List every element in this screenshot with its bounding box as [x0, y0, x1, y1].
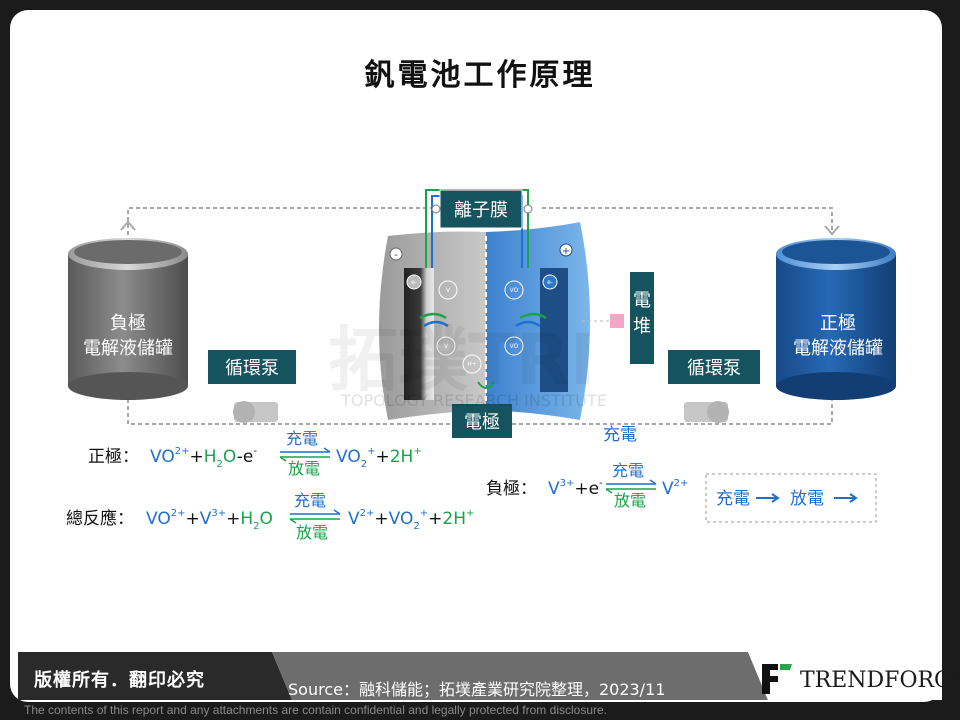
pump-right-box [668, 350, 760, 384]
membrane-connector-right-icon [523, 204, 533, 214]
ion-label-2: V [444, 343, 449, 350]
minus-sign: - [394, 250, 398, 261]
positive-discharge: 放電 [288, 459, 320, 478]
negative-label: 負極： [486, 479, 537, 499]
footer-middle-bar [272, 652, 768, 700]
charge-arrow-right-icon [515, 320, 541, 328]
positive-charge: 充電 [286, 429, 318, 448]
watermark: 拓璞TRI [328, 319, 596, 401]
ion-icons: e- V V H+ VO VO e- [406, 274, 558, 374]
trendforce-logo-icon [762, 664, 778, 694]
pump-right-label: 循環泵 [687, 358, 741, 379]
negative-tank [68, 238, 188, 400]
total-discharge: 放電 [296, 523, 328, 542]
tank-right-line2: 電解液儲罐 [793, 338, 883, 359]
ion-label-3: H+ [467, 361, 477, 368]
membrane-connector-left-icon [431, 204, 441, 214]
negative-rhs: V2+ [662, 478, 688, 499]
negative-lhs: V3++e- [548, 478, 603, 499]
ion-label-1: V [446, 287, 451, 294]
ion-label-5: VO [510, 343, 519, 350]
charge-arrow-left-icon [423, 320, 449, 328]
ion-vo-icon-2 [504, 336, 524, 356]
footer-left-bar [18, 652, 292, 700]
charge-mid-label: 充電 [603, 425, 637, 445]
flow-loop-left [127, 207, 445, 235]
ion-v-icon-1 [438, 280, 458, 300]
electrode-label: 電極 [464, 412, 500, 433]
watermark-en: TOPOLOGY RESEARCH INSTITUTE [340, 391, 607, 410]
minus-terminal-icon [389, 247, 403, 261]
total-lhs: VO2++V3++H2O [146, 508, 273, 532]
stack-box [630, 272, 654, 364]
flow-loop-left-bottom [127, 392, 452, 425]
tank-left-line2: 電解液儲罐 [83, 338, 173, 359]
electrode-left [404, 268, 434, 400]
electrode-box [452, 404, 512, 438]
negative-charge: 充電 [612, 461, 644, 480]
positive-lhs: VO2++H2O-e- [150, 446, 257, 470]
ion-label-6: e- [547, 279, 553, 286]
pump-left-label: 循環泵 [225, 358, 279, 379]
arrow-left-up [120, 220, 136, 231]
tank-right-line1: 正極 [820, 313, 856, 334]
total-rhs: V2++VO2++2H+ [348, 508, 474, 532]
electrode-right [540, 268, 568, 392]
pump-left-box [208, 350, 296, 384]
flow-loop-right [542, 207, 833, 235]
ion-vo-icon-1 [504, 280, 524, 300]
arrow-right-down [824, 225, 840, 236]
page-title: 釩電池工作原理 [364, 58, 596, 93]
total-charge: 充電 [294, 491, 326, 510]
ion-label-0: e- [411, 279, 417, 286]
footer-source: Source：融科儲能；拓墣產業研究院整理，2023/11 [288, 680, 666, 699]
ion-electron-left-icon [406, 274, 422, 290]
pump-icon-left [233, 401, 278, 423]
ion-electron-right-icon [542, 274, 558, 290]
footer-right-bar [748, 652, 942, 700]
footer-rights: 版權所有．翻印必究 [34, 670, 205, 691]
discharge-arrow-left-icon [419, 312, 447, 320]
ion-cross-arrow-icon [477, 381, 495, 389]
total-equation: 總反應： VO2++V3++H2O 充電 放電 V2++VO2++2H+ [66, 491, 474, 542]
membrane-box [439, 189, 523, 229]
pump-icon-right [684, 401, 729, 423]
positive-label: 正極： [88, 447, 139, 467]
legend-charge: 充電 [716, 489, 750, 509]
discharge-arrow-right-icon [519, 312, 547, 320]
stack-marker-icon [610, 314, 624, 328]
tank-left-line1: 負極 [110, 313, 146, 334]
ion-v-icon-2 [436, 336, 456, 356]
positive-tank [776, 238, 896, 400]
stack-label-line2: 堆 [633, 316, 651, 337]
positive-equation: 正極： VO2++H2O-e- 充電 放電 VO2++2H+ [88, 429, 422, 478]
total-label: 總反應： [66, 508, 134, 529]
plus-sign: + [562, 246, 570, 257]
membrane-label: 離子膜 [454, 200, 508, 221]
negative-equation: 負極： V3++e- 充電 放電 V2+ [486, 461, 688, 510]
ion-h-icon [462, 354, 482, 374]
footer-disclaimer: The contents of this report and any atta… [24, 703, 607, 717]
plus-terminal-icon [559, 243, 573, 257]
ion-label-4: VO [510, 287, 519, 294]
positive-rhs: VO2++2H+ [336, 446, 422, 470]
brand-name: TRENDFORCE [800, 668, 960, 693]
negative-discharge: 放電 [614, 491, 646, 510]
legend-discharge: 放電 [790, 489, 824, 509]
stack-label-line1: 電 [633, 290, 651, 311]
flow-loop-right-bottom [512, 392, 833, 425]
